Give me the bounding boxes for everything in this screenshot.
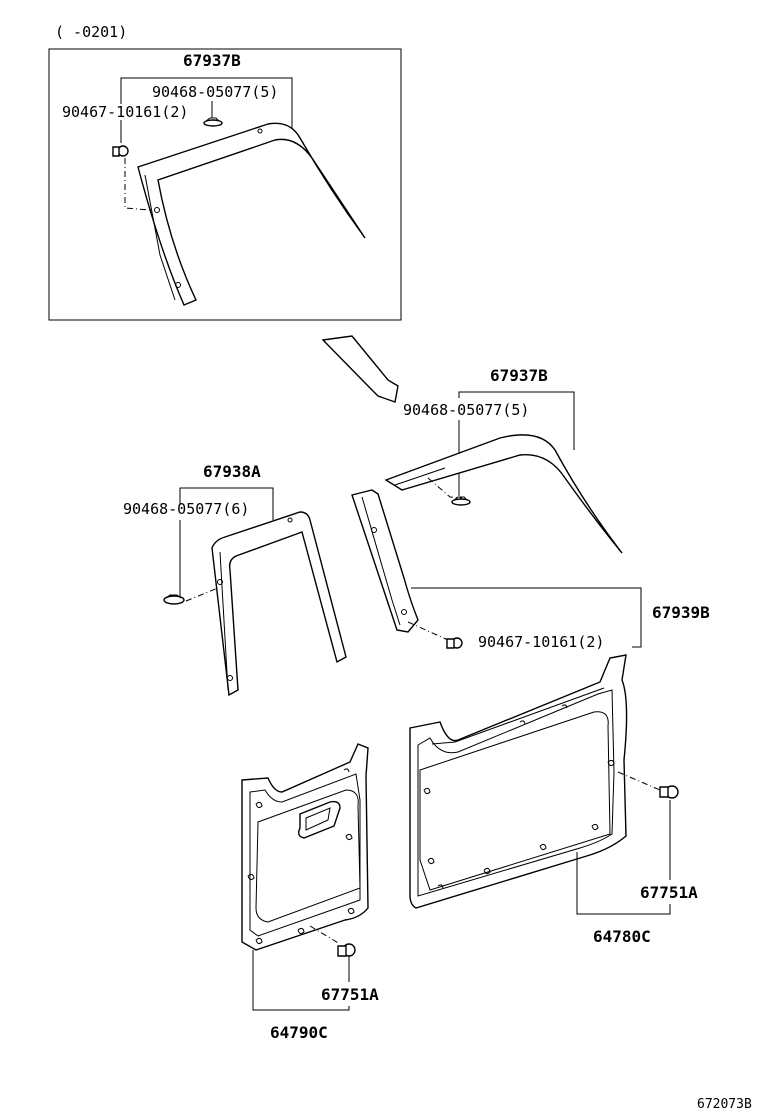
door-trim-panel-64790c — [241, 743, 369, 951]
label-67938a: 67938A — [203, 462, 261, 481]
door-handle-recess-inner — [305, 807, 331, 831]
hole-64780c-6 — [607, 759, 615, 767]
hole-64790c-4 — [297, 927, 305, 935]
door-panel-64780c-inner — [419, 711, 611, 891]
inset-clip-90467: 90467-10161(2) — [62, 103, 188, 121]
hole-64790c-5 — [345, 833, 353, 841]
inset-hole-1 — [154, 207, 160, 213]
clip-67751a-right-icon — [659, 785, 679, 799]
inset-roof-garnish — [137, 122, 366, 306]
label-67751a-left: 67751A — [321, 985, 379, 1004]
group-67938a: 67938A 90468-05077(6) — [123, 462, 347, 697]
pillar-garnish-67939b — [351, 489, 419, 633]
hole-64790c-7 — [343, 768, 350, 773]
hole-64780c-8 — [519, 720, 526, 725]
inset-frame — [48, 48, 402, 321]
hole-67938a-2 — [227, 675, 233, 681]
figure-code: 672073B — [697, 1097, 752, 1112]
door-64780c-dash — [617, 771, 661, 791]
leader-64780c — [576, 852, 671, 915]
group-67939b: 67939B 90467-10161(2) — [351, 489, 710, 651]
label-67939b: 67939B — [652, 603, 710, 622]
label-64790c: 64790C — [270, 1023, 328, 1042]
hole-64780c-7 — [437, 884, 444, 889]
garnish-67938a-inner — [219, 551, 229, 691]
door-panel-64780c-border — [417, 689, 615, 897]
inset-hole-2 — [175, 282, 181, 288]
hole-64780c-9 — [561, 704, 568, 709]
label-64780c: 64780C — [593, 927, 651, 946]
inset-leader-67937b — [120, 77, 293, 130]
label-67939b-clip: 90467-10161(2) — [478, 633, 604, 651]
label-67937b-clip: 90468-05077(5) — [403, 401, 529, 419]
inset-clip-b-icon — [112, 145, 129, 157]
inset-hole-3 — [257, 128, 263, 134]
door-64790c-dash — [309, 925, 341, 945]
hole-67939b-1 — [371, 527, 377, 533]
garnish-right-dash — [427, 477, 463, 499]
door-panel-64790c-border — [249, 773, 361, 937]
hole-64780c-3 — [483, 867, 491, 875]
inset-clip-a-icon — [203, 117, 223, 127]
clip-67939b-icon — [446, 637, 463, 649]
direction-arrow — [321, 335, 399, 403]
hole-64780c-2 — [427, 857, 435, 865]
hole-64780c-5 — [591, 823, 599, 831]
inset-range-label: ( -0201) — [55, 23, 127, 41]
inset-panel: ( -0201) 67937B 90468-05077(5) 90467-101… — [48, 23, 402, 321]
inset-garnish-inner-edge — [144, 174, 176, 301]
hole-64780c-1 — [423, 787, 431, 795]
hole-64790c-1 — [255, 801, 263, 809]
label-67751a-right: 67751A — [640, 883, 698, 902]
hole-67939b-2 — [401, 609, 407, 615]
label-67937b: 67937B — [490, 366, 548, 385]
leader-67939b — [411, 587, 642, 648]
inset-clip-b-dashline — [124, 158, 151, 211]
garnish-right-inner — [394, 467, 446, 486]
hole-64790c-2 — [247, 873, 255, 881]
leader-64790c — [252, 950, 350, 1011]
leader-67938a — [179, 487, 274, 520]
inset-clip-90468: 90468-05077(5) — [152, 83, 278, 101]
hole-67938a-3 — [287, 517, 293, 523]
roof-side-garnish-right — [384, 434, 623, 554]
hole-67938a-1 — [217, 579, 223, 585]
group-64790c: 67751A 64790C — [241, 743, 379, 1042]
door-panel-64790c-inner — [255, 789, 361, 923]
door-panel-64780c-lip — [431, 687, 605, 745]
door-trim-panel-64780c — [409, 654, 628, 909]
leader-67937b — [458, 391, 575, 450]
label-67938a-clip: 90468-05077(6) — [123, 500, 249, 518]
hole-64780c-4 — [539, 843, 547, 851]
hole-64790c-3 — [255, 937, 263, 945]
pillar-garnish-67938a — [211, 511, 347, 697]
garnish-67938a-dash — [185, 587, 219, 602]
clip-67751a-left-icon — [337, 943, 356, 962]
clip-67937b-icon — [451, 496, 471, 506]
hole-64790c-6 — [347, 907, 355, 915]
inset-part-67937b: 67937B — [183, 51, 241, 70]
group-67937b: 67937B 90468-05077(5) — [384, 366, 623, 554]
group-64780c: 67751A 64780C — [409, 654, 698, 946]
clip-67938a-icon — [163, 594, 185, 605]
